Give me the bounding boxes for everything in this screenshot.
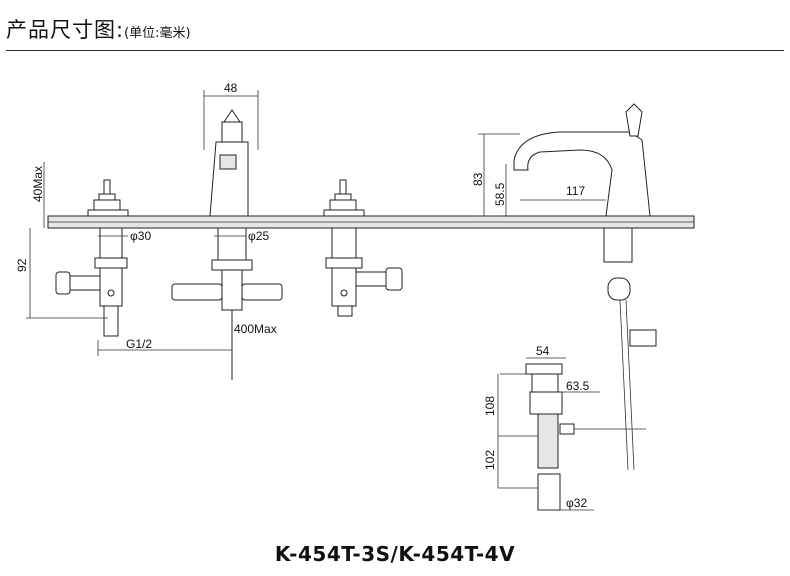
dim-height-92: 92 bbox=[15, 258, 29, 272]
dim-spout-reach: 117 bbox=[566, 184, 585, 198]
header: 产品尺寸图:(单位:毫米) bbox=[6, 14, 191, 44]
drain bbox=[525, 363, 646, 511]
left-valve bbox=[55, 179, 129, 337]
dim-drain-dia-32: φ32 bbox=[566, 496, 587, 510]
page-title: 产品尺寸图: bbox=[6, 18, 125, 42]
dim-drain-102: 102 bbox=[483, 450, 497, 470]
bath-spout bbox=[513, 103, 657, 471]
deck-plate bbox=[47, 215, 695, 229]
dim-spout-height: 83 bbox=[471, 172, 485, 186]
center-spout bbox=[171, 109, 283, 380]
dim-dia-30: φ30 bbox=[130, 229, 151, 243]
dim-hose-max: 400Max bbox=[234, 322, 277, 336]
header-divider bbox=[6, 50, 784, 51]
dim-drain-108: 108 bbox=[483, 396, 497, 416]
unit-note: (单位:毫米) bbox=[124, 26, 191, 41]
model-number: K-454T-3S/K-454T-4V bbox=[274, 542, 516, 566]
dim-spout-outlet: 58.5 bbox=[493, 182, 507, 206]
dim-drain-63: 63.5 bbox=[566, 379, 590, 393]
dim-lift-max: 40Max bbox=[31, 166, 45, 202]
dim-drain-width: 54 bbox=[536, 344, 550, 358]
dim-dia-25: φ25 bbox=[248, 229, 269, 243]
dimension-lines bbox=[26, 90, 606, 511]
dim-handle-width: 48 bbox=[224, 81, 238, 95]
dim-thread: G1/2 bbox=[126, 337, 152, 351]
right-valve bbox=[323, 179, 403, 317]
